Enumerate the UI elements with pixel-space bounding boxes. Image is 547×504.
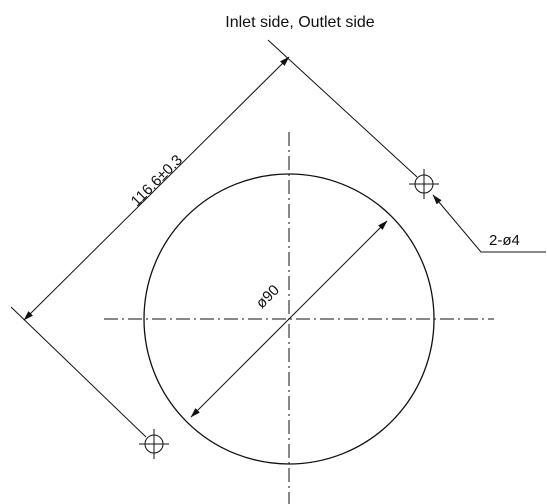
bore-diameter-label: ø90: [253, 282, 283, 312]
pitch-extension-line-upper: [267, 39, 418, 178]
pitch-dimension-label: 116.6±0.3: [128, 152, 186, 210]
hole-callout-label: 2-ø4: [489, 232, 520, 249]
mounting-hole-lower-left: [139, 429, 169, 459]
hole-callout-leader: [432, 194, 546, 253]
mounting-hole-upper-right: [409, 169, 439, 199]
pitch-extension-line-lower: [10, 306, 147, 438]
figure-caption: Inlet side, Outlet side: [225, 14, 375, 31]
pitch-dimension-line: [23, 56, 290, 321]
